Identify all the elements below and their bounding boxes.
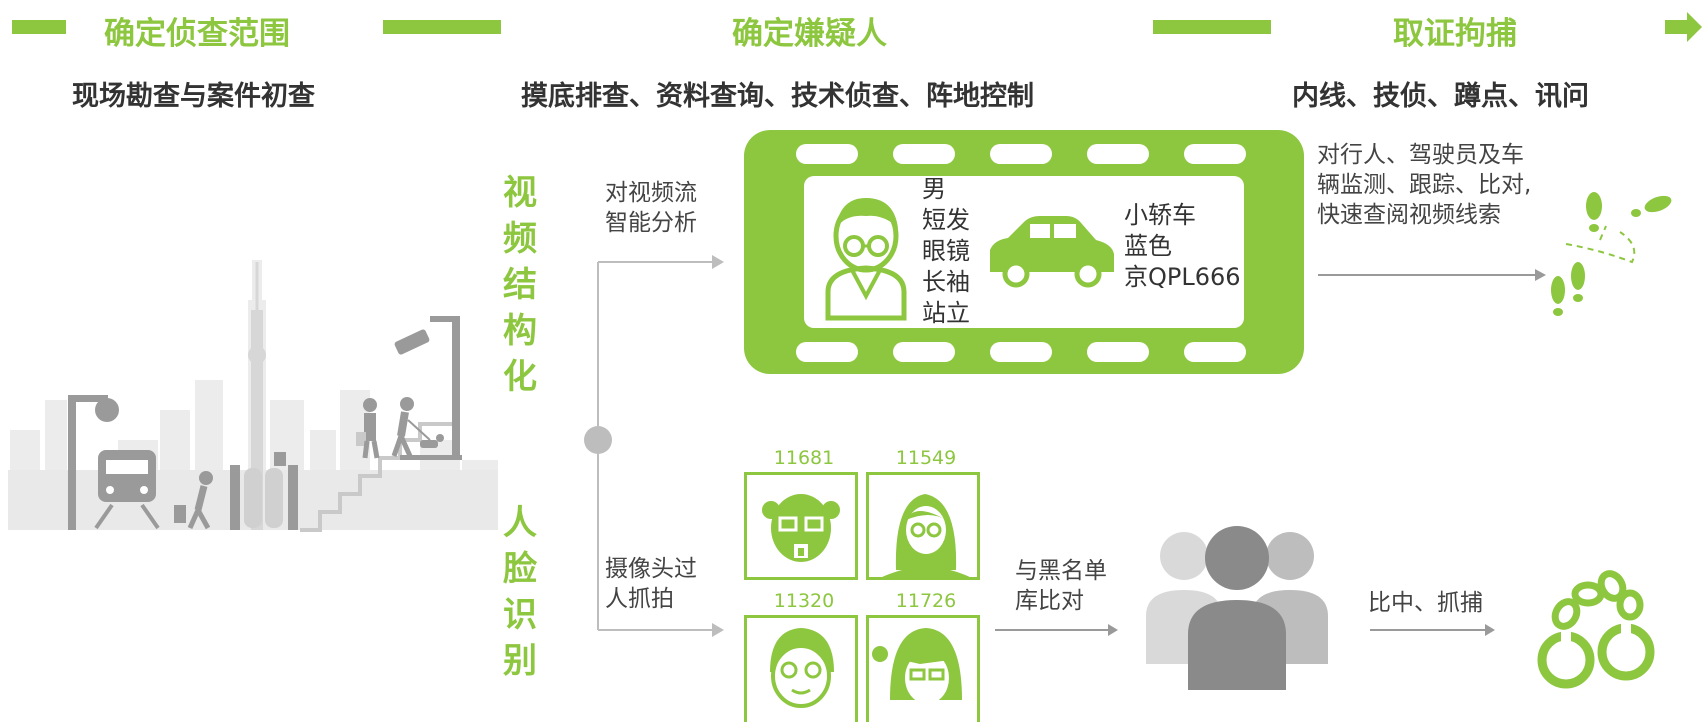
stage-bar-left [12,20,66,34]
stage-bar-end [1665,20,1687,34]
face-thumbnail[interactable] [866,615,980,722]
face-thumbnail[interactable] [744,615,858,722]
video-structuring-label: 视 频 结 构 化 [503,173,537,397]
stage-sub-arrest: 内线、技侦、蹲点、讯问 [1292,81,1589,112]
vehicle-attributes: 小轿车 蓝色 京QPL666 [1124,201,1241,291]
face-id: 11726 [895,590,957,612]
face-id: 11320 [773,590,835,612]
blacklist-compare-label: 与黑名单 库比对 [1015,558,1107,614]
stage-bar-left-2 [383,20,501,34]
stage-title-arrest: 取证拘捕 [1393,16,1517,52]
stage-bar-right [1153,20,1271,34]
face-thumbnail[interactable] [744,472,858,580]
stage-sub-scope: 现场勘查与案件初查 [72,81,315,112]
video-input-label: 对视频流 智能分析 [605,180,697,236]
face-recognition-label: 人 脸 识 别 [503,503,537,681]
face-id: 11681 [773,447,835,469]
stage-title-scope: 确定侦查范围 [104,16,290,52]
stage-title-suspect: 确定嫌疑人 [732,16,887,52]
video-output-label: 对行人、驾驶员及车 辆监测、跟踪、比对, 快速查阅视频线索 [1317,142,1532,228]
stage-sub-suspect: 摸底排查、资料查询、技术侦查、阵地控制 [521,81,1034,112]
person-attributes: 男 短发 眼镜 长袖 站立 [922,175,970,327]
match-arrest-label: 比中、抓捕 [1368,590,1483,616]
face-thumbnail[interactable] [866,472,980,580]
face-input-label: 摄像头过 人抓拍 [605,556,697,612]
face-id: 11549 [895,447,957,469]
